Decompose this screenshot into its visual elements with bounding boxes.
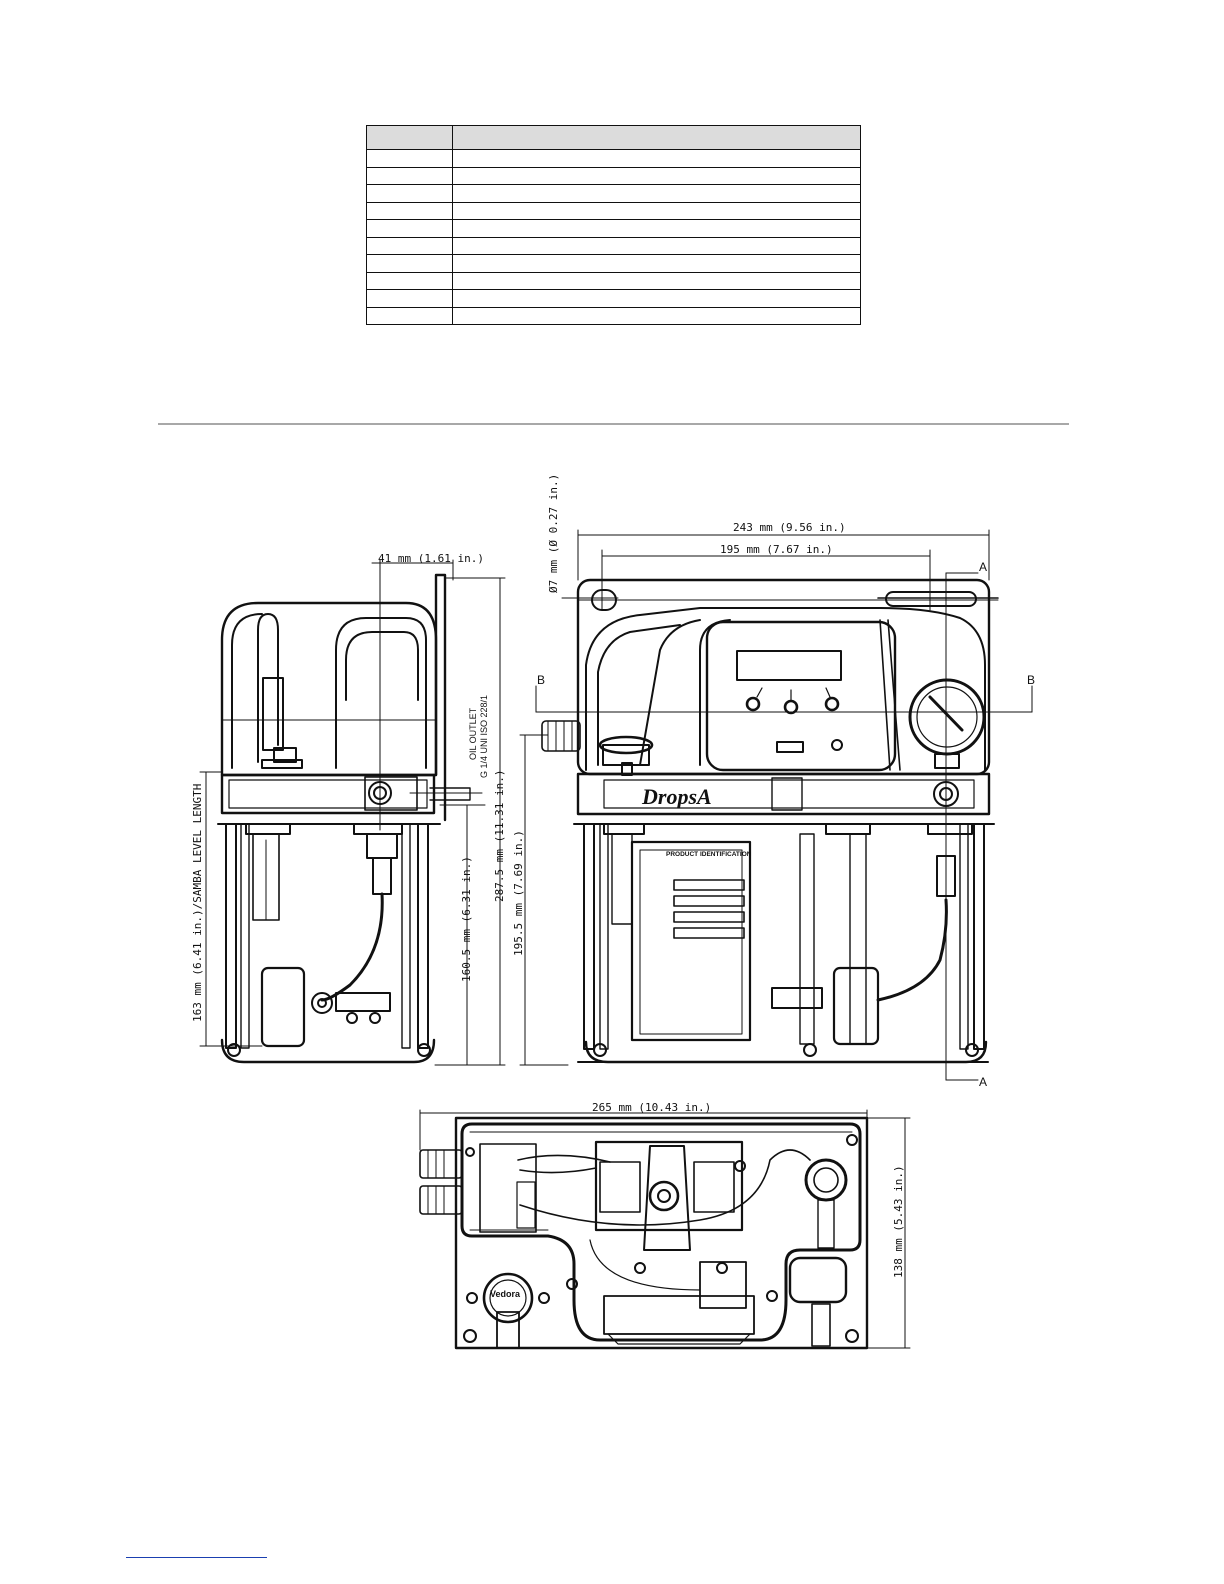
front-view-dimensions (519, 529, 1033, 1081)
section-a-top-label: A (979, 560, 987, 574)
oil-outlet-thread-label: G 1/4 UNI ISO 228/1 (479, 695, 489, 778)
footnote-rule (126, 1557, 267, 1558)
dim-287: 287.5 mm (11.31 in.) (493, 770, 506, 902)
table-row (366, 236, 861, 255)
parts-table (366, 125, 861, 325)
dim-195: 195 mm (7.67 in.) (720, 543, 833, 556)
dim-hole-diameter: Ø7 mm (Ø 0.27 in.) (547, 474, 560, 593)
table-row (366, 219, 861, 238)
section-b-left-label: B (537, 673, 545, 687)
table-header-row (366, 125, 861, 150)
dim-41: 41 mm (1.61 in.) (378, 552, 484, 565)
brand-logo: DropsA (641, 784, 712, 809)
front-view (541, 578, 999, 1064)
dim-243: 243 mm (9.56 in.) (733, 521, 846, 534)
table-cell (452, 306, 861, 325)
dim-160: 160.5 mm (6.31 in.) (460, 856, 473, 982)
table-row (366, 306, 861, 325)
top-view (419, 1116, 869, 1350)
valve-logo: Vedora (490, 1289, 521, 1299)
dim-163: 163 mm (6.41 in.)/SAMBA LEVEL LENGTH (191, 784, 204, 1022)
dim-138: 138 mm (5.43 in.) (892, 1165, 905, 1278)
product-identification-label: PRODUCT IDENTIFICATION (666, 851, 752, 858)
dim-265: 265 mm (10.43 in.) (592, 1101, 711, 1114)
dim-195-vertical: 195.5 mm (7.69 in.) (512, 830, 525, 956)
section-b-right-label: B (1027, 673, 1035, 687)
table-row (366, 149, 861, 168)
section-a-bottom-label: A (979, 1075, 987, 1089)
top-view-dimensions (419, 1109, 911, 1349)
section-divider (158, 423, 1069, 425)
table-row (366, 289, 861, 308)
side-view-dimensions (199, 559, 506, 1066)
side-view (217, 559, 483, 1064)
oil-outlet-label: OIL OUTLET (468, 707, 478, 760)
